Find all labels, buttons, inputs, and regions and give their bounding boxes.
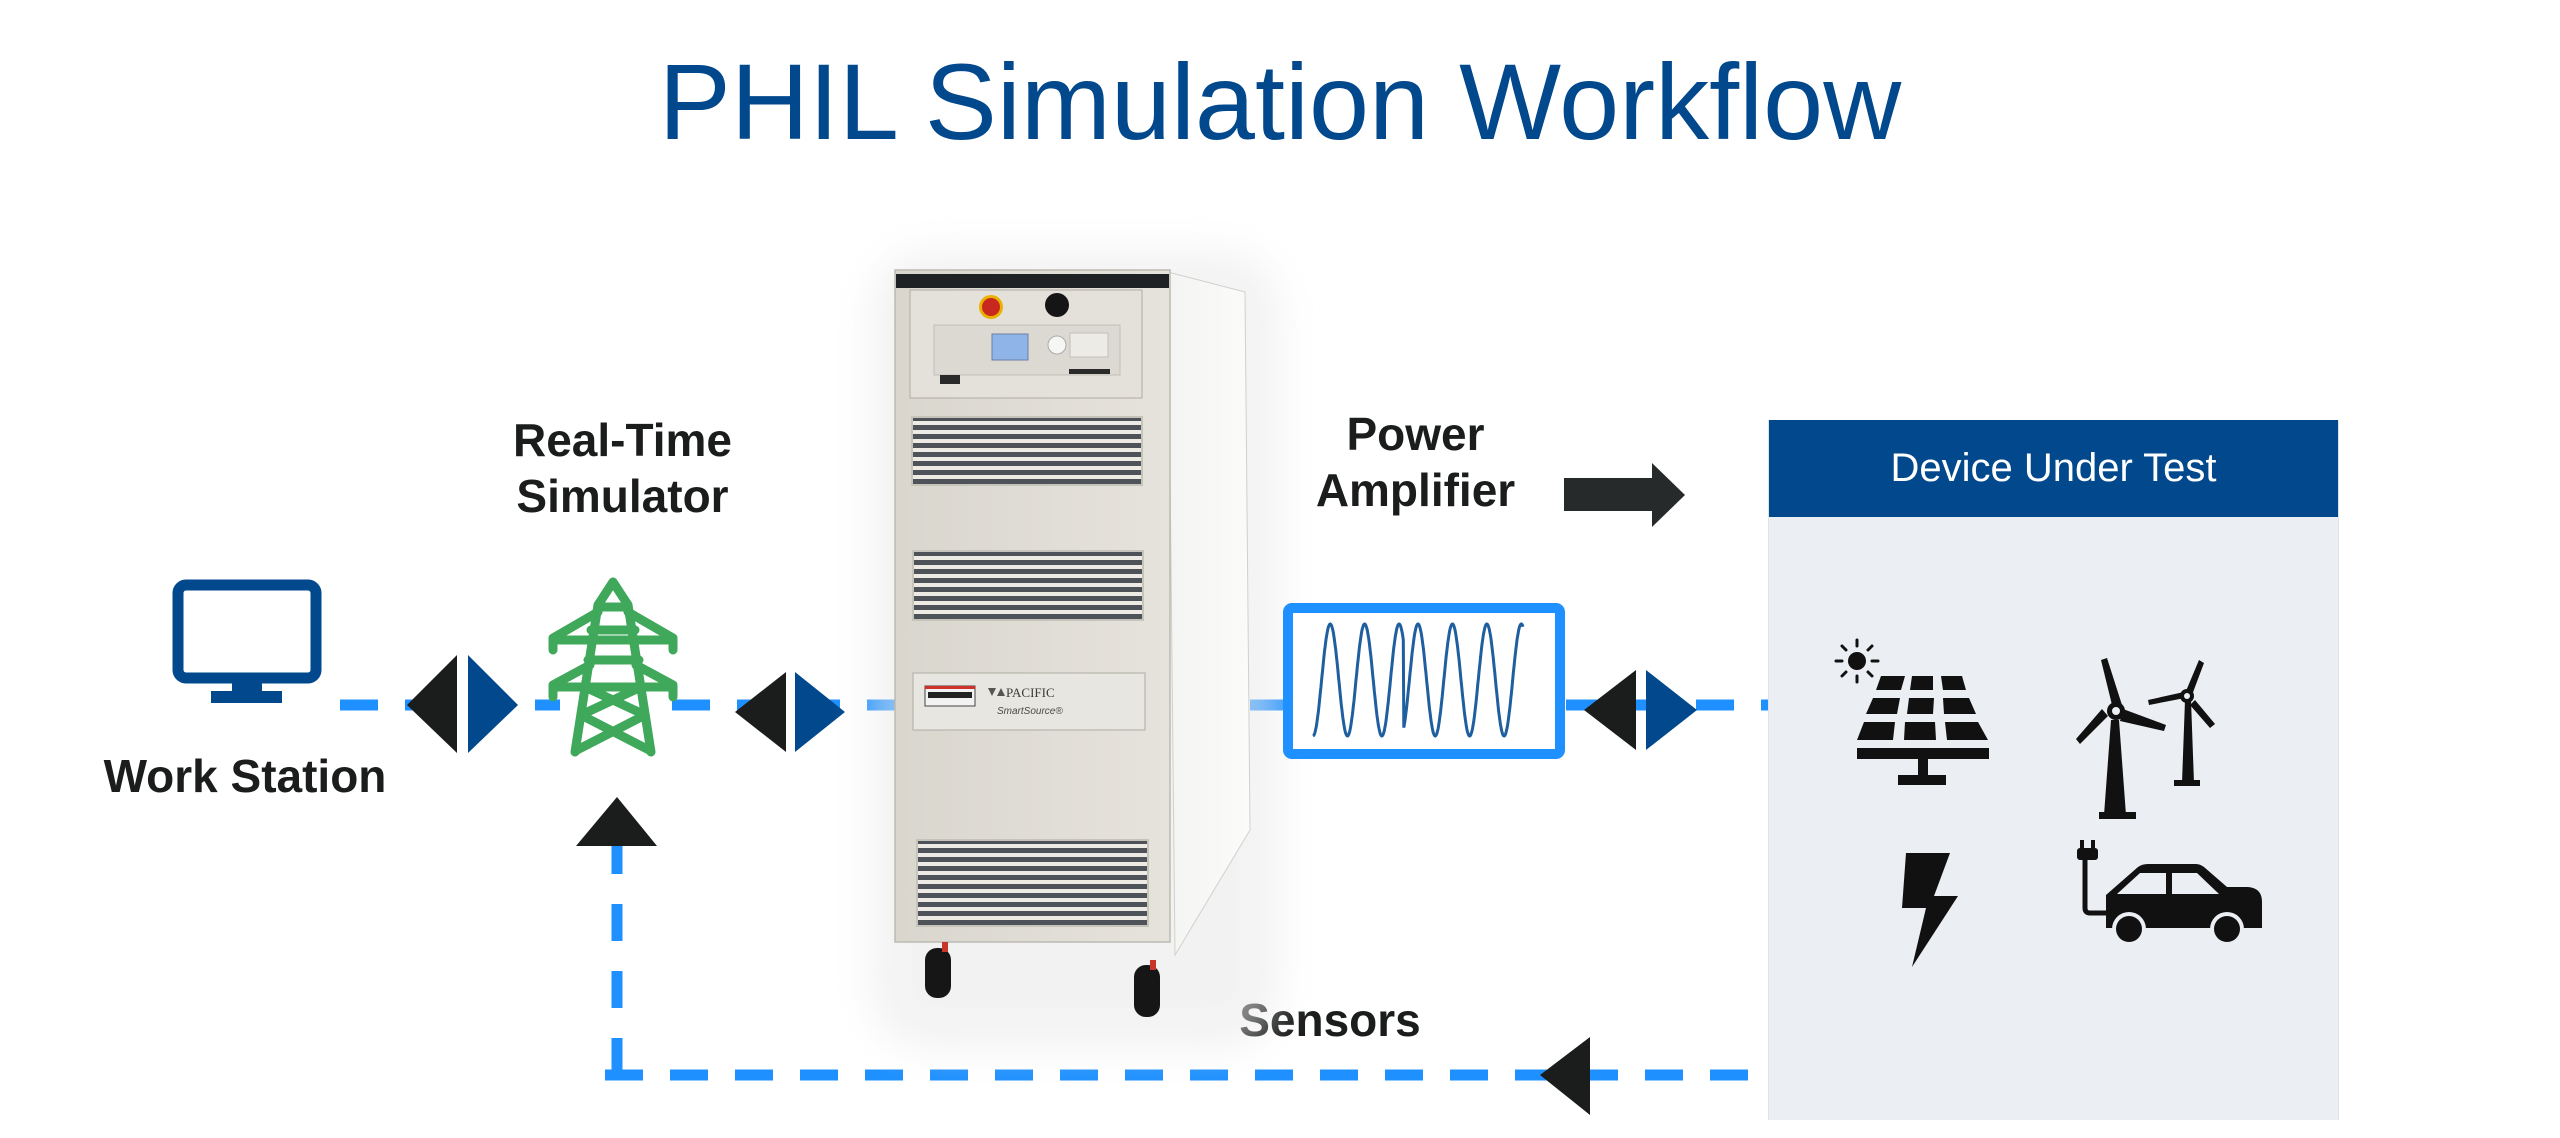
power-amplifier-label-line-1: Power: [1346, 408, 1485, 460]
vent-grille-1: [911, 416, 1143, 486]
sun-icon: [1834, 638, 1880, 684]
right-arrow-icon: [1646, 670, 1697, 750]
key-switch-icon: [1045, 293, 1069, 317]
bidirectional-arrow-pa-dut: [1584, 670, 1697, 750]
bidirectional-arrow-ws-rts: [407, 655, 518, 753]
lightning-bolt-icon: [1902, 853, 1958, 967]
real-time-simulator-label-line-1: Real-Time: [512, 414, 733, 466]
sensors-left-arrow-icon: [1540, 1037, 1590, 1115]
electric-vehicle-icon: [2077, 840, 2262, 946]
wind-turbine-icon: [2076, 658, 2215, 819]
vent-grille-3: [916, 839, 1149, 927]
sensors-up-arrow-icon: [576, 797, 657, 846]
left-arrow-icon: [735, 672, 786, 752]
solar-panel-icon: [1834, 638, 1989, 785]
left-arrow-icon: [1584, 670, 1636, 750]
sine-waveform-icon: [1283, 603, 1565, 759]
vent-grille-2: [912, 550, 1144, 621]
power-amplifier-label-line-2: Amplifier: [1315, 464, 1516, 516]
product-name: SmartSource®: [997, 706, 1063, 717]
device-under-test-header: Device Under Test: [1769, 420, 2338, 517]
real-time-simulator-label-line-2: Simulator: [516, 470, 729, 522]
power-output-arrow-icon: [1564, 463, 1685, 527]
device-under-test-panel: Device Under Test: [1768, 420, 2339, 1120]
page-title: PHIL Simulation Workflow: [658, 41, 1902, 162]
work-station-label: Work Station: [103, 750, 387, 802]
power-amplifier-cabinet: PACIFIC SmartSource®: [870, 250, 1280, 1050]
monitor-icon: [172, 579, 322, 703]
transmission-tower-icon: [548, 577, 678, 757]
real-time-simulator-label: Real-Time Simulator: [470, 412, 775, 524]
bidirectional-arrow-rts-pa: [735, 672, 845, 752]
cabinet-side-panel: [1167, 271, 1251, 957]
display-screen: [991, 333, 1029, 361]
control-knob-icon: [1047, 335, 1067, 355]
right-arrow-icon: [468, 655, 518, 753]
right-arrow-icon: [795, 672, 845, 752]
brand-name: PACIFIC: [1006, 685, 1055, 700]
power-amplifier-label: Power Amplifier: [1283, 406, 1548, 518]
pacific-logo-icon: [988, 688, 996, 696]
left-arrow-icon: [407, 655, 457, 753]
